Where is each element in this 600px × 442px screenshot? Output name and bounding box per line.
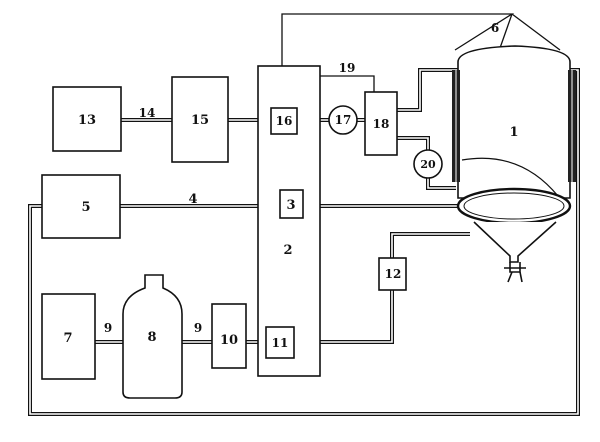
box-16	[270, 107, 298, 135]
label-1: 1	[509, 125, 518, 140]
label-20: 20	[420, 158, 436, 171]
label-9a: 9	[104, 321, 112, 335]
label-2: 2	[283, 243, 292, 258]
box-5	[41, 174, 121, 239]
box-7	[41, 293, 96, 380]
label-19: 19	[339, 61, 356, 75]
label-17: 17	[335, 113, 352, 127]
wires	[281, 13, 561, 92]
pump-17	[328, 105, 358, 135]
label-16: 16	[276, 114, 293, 128]
box-11	[265, 326, 295, 359]
box-18	[364, 91, 398, 156]
box-3	[279, 189, 304, 219]
pipes	[28, 68, 580, 416]
label-18: 18	[373, 117, 390, 131]
labels: 1 2 3 4 5 6 7 8 9 9 10 11 12 13 14 15 16…	[63, 21, 518, 350]
box-15	[171, 76, 229, 163]
label-12: 12	[385, 267, 402, 281]
label-11: 11	[272, 336, 289, 350]
vessel-1	[452, 45, 576, 283]
label-8: 8	[147, 330, 156, 345]
pump-20	[413, 149, 443, 179]
label-10: 10	[220, 333, 238, 348]
label-5: 5	[81, 200, 90, 215]
label-15: 15	[191, 113, 209, 128]
label-3: 3	[286, 198, 295, 213]
box-10	[211, 303, 247, 369]
label-13: 13	[78, 113, 96, 128]
box-13	[52, 86, 122, 152]
bottle-8	[122, 274, 183, 399]
label-9b: 9	[194, 321, 202, 335]
label-7: 7	[63, 331, 72, 346]
label-6: 6	[491, 21, 499, 35]
label-14: 14	[139, 106, 156, 120]
box-12	[378, 257, 407, 291]
label-4: 4	[188, 192, 197, 207]
